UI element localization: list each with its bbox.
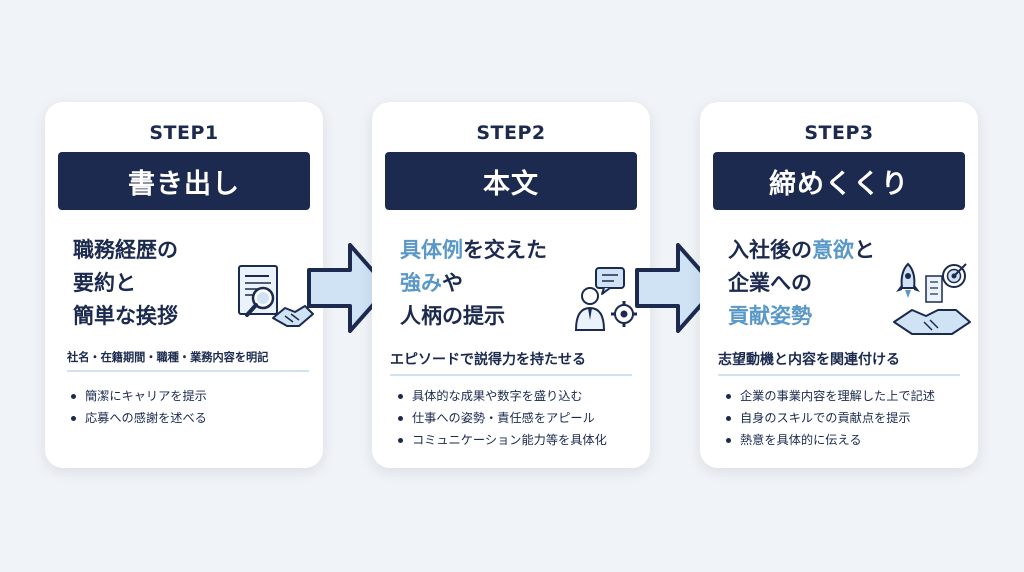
bullet-item: 具体的な成果や数字を盛り込む (398, 385, 607, 407)
headline-text: の提示 (442, 304, 505, 328)
headline-text: 入社後の (728, 238, 812, 262)
arrow-right-icon (307, 243, 390, 333)
headline-text: や (442, 271, 463, 295)
headline-highlight: 強み (400, 271, 442, 295)
step-summary: 社名・在籍期間・職種・業務内容を明記 (67, 349, 309, 372)
headline-highlight: 貢献姿勢 (728, 304, 812, 328)
headline-highlight: 意欲 (812, 238, 854, 262)
bullet-item: 応募への感謝を述べる (71, 407, 207, 429)
bullet-list: 具体的な成果や数字を盛り込む 仕事への姿勢・責任感をアピール コミュニケーション… (398, 385, 607, 451)
step3-card: STEP3 締めくくり 入社後の意欲と 企業への 貢献姿勢 志望動機と内容を関連… (700, 102, 978, 468)
step-headline: 具体例を交えた 強みや 人柄の提示 (400, 234, 547, 333)
rocket-target-handshake-icon (893, 262, 971, 335)
step2-card: STEP2 本文 具体例を交えた 強みや 人柄の提示 エピソードで説得力を持たせ… (372, 102, 650, 468)
bullet-item: コミュニケーション能力等を具体化 (398, 429, 607, 451)
bullet-item: 自身のスキルでの貢献点を提示 (726, 407, 935, 429)
step-label: STEP3 (804, 122, 874, 144)
bullet-list: 企業の事業内容を理解した上で記述 自身のスキルでの貢献点を提示 熱意を具体的に伝… (726, 385, 935, 451)
headline-text: と (854, 238, 875, 262)
bullet-list: 簡潔にキャリアを提示 応募への感謝を述べる (71, 385, 207, 429)
headline-text: 要約と (73, 271, 136, 295)
step-headline: 入社後の意欲と 企業への 貢献姿勢 (728, 234, 875, 333)
step-summary: 志望動機と内容を関連付ける (718, 349, 960, 376)
step-headline: 職務経歴の 要約と 簡単な挨拶 (73, 234, 178, 333)
step1-card: STEP1 書き出し 職務経歴の 要約と 簡単な挨拶 社名・在籍期間・職種・業務… (45, 102, 323, 468)
bullet-item: 仕事への姿勢・責任感をアピール (398, 407, 607, 429)
headline-text: 人柄 (400, 304, 442, 328)
step-label: STEP1 (149, 122, 219, 144)
arrow-right-icon (635, 243, 718, 333)
bullet-item: 企業の事業内容を理解した上で記述 (726, 385, 935, 407)
person-speech-gear-icon (574, 267, 637, 331)
step-title: 本文 (385, 152, 637, 210)
headline-text: 職務経歴の (73, 238, 178, 262)
bullet-item: 簡潔にキャリアを提示 (71, 385, 207, 407)
step-summary: エピソードで説得力を持たせる (390, 349, 632, 376)
step-title: 締めくくり (713, 152, 965, 210)
headline-text: 企業への (728, 271, 812, 295)
document-search-handshake-icon (238, 265, 314, 327)
headline-highlight: 具体例 (400, 238, 463, 262)
headline-text: 簡単な挨拶 (73, 304, 178, 328)
bullet-item: 熱意を具体的に伝える (726, 429, 935, 451)
headline-text: を交えた (463, 238, 547, 262)
step-title: 書き出し (58, 152, 310, 210)
step-label: STEP2 (476, 122, 546, 144)
